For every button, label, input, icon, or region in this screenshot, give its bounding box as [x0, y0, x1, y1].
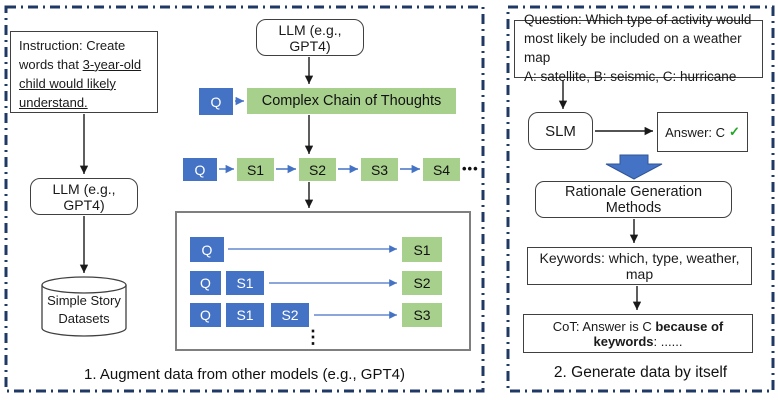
datasets-cylinder-label: Simple Story Datasets: [42, 292, 126, 327]
ccot-box: Complex Chain of Thoughts: [247, 88, 456, 114]
instruction-text-normal: Instruction: Create words that: [19, 38, 126, 72]
right-panel-caption: 2. Generate data by itself: [553, 364, 728, 381]
slm-box: SLM: [528, 112, 593, 150]
cot-suffix: : ......: [653, 333, 683, 349]
llm-left-box: LLM (e.g., GPT4): [30, 178, 138, 215]
instruction-text: Instruction: Create words that 3-year-ol…: [19, 37, 149, 112]
decomp-r2-q: Q: [190, 271, 221, 295]
cot-box: CoT: Answer is C because of keywords: ..…: [523, 314, 753, 353]
datasets-line2: Datasets: [58, 310, 110, 326]
chain-s4-box: S4: [423, 158, 460, 181]
block-arrow-down-icon: [605, 154, 663, 180]
decomp-r3-out: S3: [402, 303, 442, 327]
cot-text: CoT: Answer is C because of keywords: ..…: [524, 319, 752, 349]
vertical-ellipsis: ⋮: [304, 327, 322, 347]
decomp-r3-s1: S1: [226, 303, 264, 327]
chain-s2-box: S2: [299, 158, 336, 181]
instruction-text-underlined: 3-year-old child would likely understand…: [19, 56, 142, 110]
decomp-r2-s1: S1: [226, 271, 264, 295]
question-box: Question: Which type of activity would m…: [514, 12, 763, 84]
chain-s1-box: S1: [237, 158, 274, 181]
decomp-r1-out: S1: [402, 237, 442, 262]
answer-box: Answer: C✓: [657, 112, 748, 152]
cot-prefix: CoT: Answer is C: [552, 318, 656, 334]
instruction-box: Instruction: Create words that 3-year-ol…: [10, 31, 158, 113]
left-panel-border: [4, 5, 485, 393]
database-cylinder-icon: [41, 276, 127, 337]
chain-q-box: Q: [183, 158, 217, 181]
right-panel-border: [506, 5, 775, 393]
llm-top-box: LLM (e.g., GPT4): [256, 19, 364, 56]
horizontal-ellipsis: •••: [462, 161, 479, 176]
question-line3: A: satellite, B: seismic, C: hurricane: [524, 68, 737, 84]
decomp-r3-q: Q: [190, 303, 221, 327]
decomp-r3-s2: S2: [271, 303, 309, 327]
question-text: Question: Which type of activity would m…: [524, 11, 753, 87]
chain-s3-box: S3: [361, 158, 398, 181]
question-line1: Question: Which type of activity would: [524, 12, 752, 28]
left-panel-caption: 1. Augment data from other models (e.g.,…: [84, 366, 405, 383]
rationale-box: Rationale Generation Methods: [535, 181, 732, 218]
keywords-box: Keywords: which, type, weather, map: [527, 247, 752, 285]
decomp-r2-out: S2: [402, 271, 442, 295]
decomposition-container-box: [175, 211, 471, 351]
decomp-r1-q: Q: [190, 237, 224, 262]
check-mark-icon: ✓: [729, 124, 740, 139]
q-box-ccot: Q: [199, 88, 233, 115]
datasets-line1: Simple Story: [47, 293, 121, 308]
answer-text: Answer: C: [665, 124, 726, 140]
cot-bold: because of keywords: [593, 318, 724, 349]
question-line2: most likely be included on a weather map: [524, 31, 742, 65]
